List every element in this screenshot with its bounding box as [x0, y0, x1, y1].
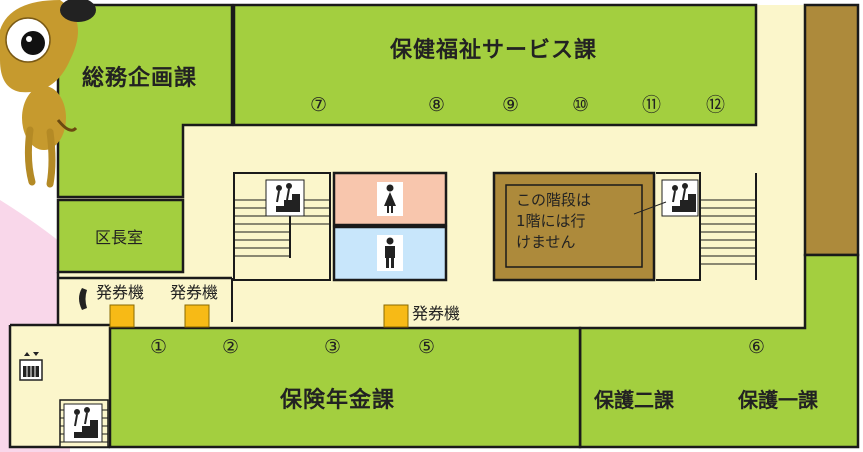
window-number: ① [150, 336, 168, 358]
window-number: ⑫ [706, 94, 726, 116]
room-health-welfare: 保健福祉サービス課 [390, 38, 598, 63]
elevator-icon [19, 352, 43, 381]
stair-note-line: この階段は [516, 191, 592, 209]
male-restroom-icon [377, 235, 403, 271]
ticket-machine-label: 発券機 [170, 283, 219, 302]
room-insurance-pension: 保険年金課 [280, 388, 396, 413]
general-affairs-room [56, 3, 234, 199]
ticket-machine-label: 発券機 [96, 283, 145, 302]
window-number: ⑪ [642, 94, 662, 116]
stairs-icon [661, 179, 699, 217]
stairs-icon [63, 403, 103, 443]
stair-note: この階段は 1階には行 けません [516, 190, 591, 253]
window-number: ⑤ [418, 336, 436, 358]
window-number: ⑥ [748, 336, 766, 358]
window-number: ② [222, 336, 240, 358]
room-welfare-2: 保護二課 [594, 388, 674, 412]
ticket-machine-3 [383, 304, 409, 328]
mascot-dog [0, 0, 96, 188]
ticket-machine-label: 発券機 [412, 304, 461, 323]
insurance-pension-room [108, 326, 582, 449]
window-number: ⑩ [572, 94, 590, 116]
female-restroom-icon [377, 182, 403, 216]
window-number: ⑧ [428, 94, 446, 116]
health-welfare-room [232, 3, 758, 127]
stair-note-line: けません [516, 233, 576, 251]
window-number: ⑦ [310, 94, 328, 116]
brown-room [803, 3, 860, 257]
window-number: ⑨ [502, 94, 520, 116]
ticket-machine-2 [184, 304, 210, 328]
stairs-icon [265, 179, 305, 217]
room-mayor-office: 区長室 [95, 228, 144, 247]
window-number: ③ [324, 336, 342, 358]
room-welfare-1: 保護一課 [738, 388, 818, 412]
ticket-machine-1 [109, 304, 135, 328]
mayor-office-room [56, 198, 185, 274]
room-general-affairs: 総務企画課 [82, 66, 198, 91]
telephone-icon [79, 288, 87, 310]
stair-note-line: 1階には行 [516, 212, 586, 230]
